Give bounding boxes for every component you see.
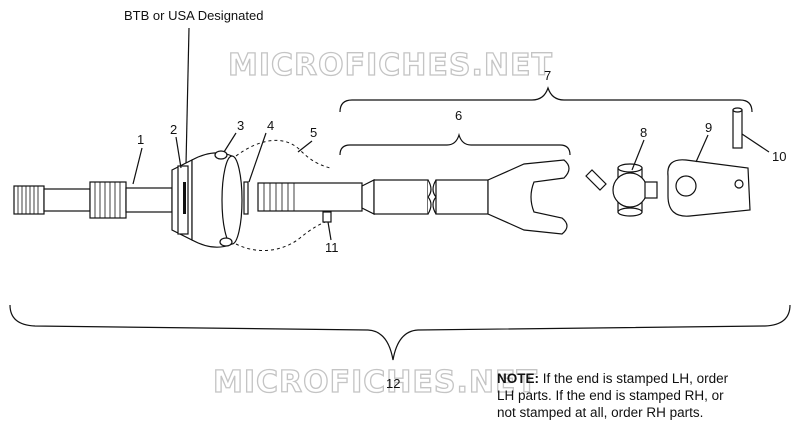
brace-7 [339,86,753,113]
part-11-fastener [322,211,332,223]
note-line-3: not stamped at all, order RH parts. [497,405,704,420]
note-line-1: If the end is stamped LH, order [542,371,729,386]
part-10-pin [732,107,743,149]
callout-3: 3 [237,118,244,133]
part-4-retaining-ring [243,181,249,215]
callout-4: 4 [267,118,274,133]
callout-12: 12 [386,376,400,391]
part-8-universal-joint [585,163,658,217]
callout-8: 8 [640,125,647,140]
callout-2: 2 [170,122,177,137]
designation-label: BTB or USA Designated [124,8,263,23]
callout-10: 10 [772,149,786,164]
watermark-top: MICROFICHES.NET [228,48,553,83]
part-3-clamps [214,150,233,247]
callout-9: 9 [705,120,712,135]
brace-6 [339,132,571,156]
part-2-cv-housing [171,152,243,248]
part-6-shaft-yoke [257,159,570,235]
callout-6: 6 [455,108,462,123]
callout-5: 5 [310,125,317,140]
part-5-boot [235,139,331,251]
note-line-2: LH parts. If the end is stamped RH, or [497,388,724,403]
callout-1: 1 [137,132,144,147]
watermark-bottom: MICROFICHES.NET [213,365,538,400]
callout-7: 7 [544,68,551,83]
callout-11: 11 [325,240,339,255]
part-9-yoke [667,159,751,217]
note-heading: NOTE: [497,371,539,386]
part-1-stub-shaft [13,181,173,219]
ordering-note: NOTE: If the end is stamped LH, order LH… [497,370,797,421]
brace-12 [9,304,791,361]
leader-lines [132,132,770,241]
